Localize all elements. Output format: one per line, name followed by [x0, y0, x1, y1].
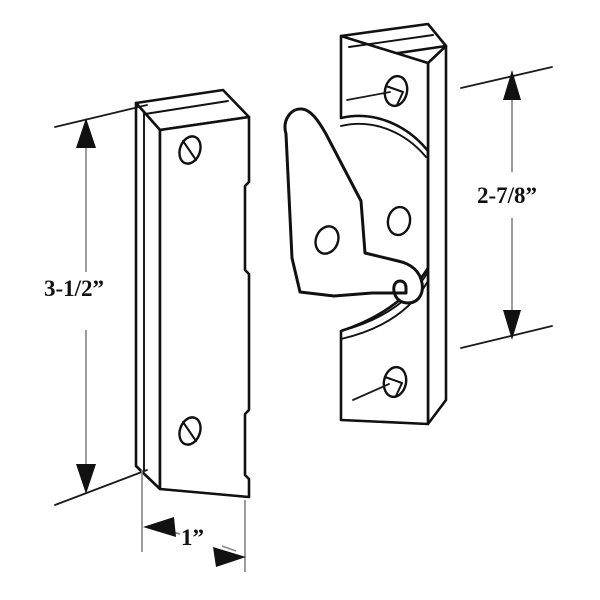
dimension-label-height-right: 2-7/8” [477, 183, 537, 208]
keeper-top-cutout-arc-shadow [340, 122, 427, 158]
dimension-width-left: 1” [141, 470, 246, 572]
strike-plate-front-face [158, 115, 251, 499]
dim-right-bottom-witness [460, 325, 553, 349]
dim-right-arrow-down [503, 310, 521, 340]
keeper-middle-hole [386, 205, 412, 237]
dim-left-arrow-up [76, 118, 96, 148]
dim-left-bottom-witness [54, 469, 148, 506]
keeper-bottom-edge [340, 419, 429, 425]
strike-plate-bottom-edge [159, 488, 250, 498]
part-latch-keeper-plate [339, 22, 448, 426]
dimension-height-right: 2-7/8” [460, 66, 553, 349]
keeper-top-cutout-arc [340, 114, 429, 152]
dimension-height-left: 3-1/2” [44, 104, 148, 506]
dim-bottom-arrow-right [213, 547, 246, 567]
keeper-top-bevel-line [348, 34, 434, 48]
strike-plate-left-face [134, 101, 162, 491]
hook-latch-outline [283, 107, 424, 305]
dim-right-top-witness [460, 66, 553, 89]
dim-left-top-witness [54, 104, 148, 128]
strike-plate-upper-hole [178, 135, 202, 165]
dim-right-arrow-up [503, 70, 521, 100]
keeper-plate-side-face [426, 44, 448, 426]
dim-left-arrow-down [76, 464, 96, 494]
dim-bottom-line-right [221, 545, 237, 552]
part-mounting-strike-plate [134, 88, 251, 499]
part-hook-latch-arm [283, 107, 424, 305]
keeper-upper-screw-hole [346, 74, 409, 108]
hook-screw-hole [314, 225, 340, 255]
keeper-lower-screw-hole [352, 365, 408, 401]
dim-bottom-arrow-left [143, 517, 176, 537]
dimension-label-width-left: 1” [181, 525, 204, 550]
strike-plate-top-bevel-line [144, 100, 229, 115]
strike-plate-lower-hole [178, 416, 202, 446]
dimension-label-height-left: 3-1/2” [44, 276, 104, 301]
